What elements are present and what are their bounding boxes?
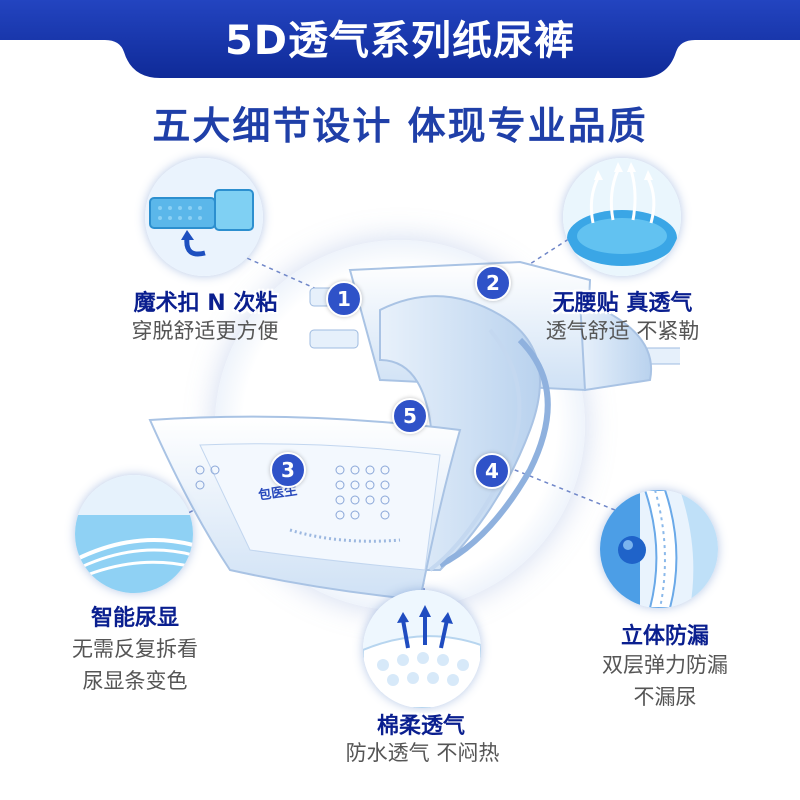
leak-guard-icon — [600, 490, 718, 608]
feature-4-title: 立体防漏 — [620, 624, 709, 649]
marker-3: 3 — [270, 452, 306, 488]
feature-1-title: 魔术扣 N 次粘 — [133, 291, 278, 316]
feature-2-title: 无腰贴 真透气 — [552, 291, 693, 316]
feature-4-desc-line2: 不漏尿 — [633, 685, 697, 709]
feature-5-title: 棉柔透气 — [376, 714, 465, 739]
marker-1: 1 — [326, 281, 362, 317]
velcro-fastener-icon — [145, 158, 263, 276]
feature-2-desc: 透气舒适 不紧勒 — [545, 319, 700, 343]
feature-4-desc-line1: 双层弹力防漏 — [602, 653, 728, 677]
breathable-airflow-icon — [563, 158, 681, 276]
marker-5: 5 — [392, 398, 428, 434]
diaper-illustration — [148, 260, 680, 600]
header-banner: 5D透气系列纸尿裤 — [0, 0, 800, 80]
marker-2: 2 — [475, 265, 511, 301]
feature-5-desc: 防水透气 不闷热 — [345, 741, 500, 765]
feature-3-desc-line2: 尿显条变色 — [82, 669, 188, 693]
wetness-indicator-icon — [75, 475, 193, 593]
banner-shape — [0, 0, 800, 78]
banner-title: 5D透气系列纸尿裤 — [224, 18, 576, 64]
feature-3-desc-line1: 无需反复拆看 — [72, 637, 198, 661]
feature-3-title: 智能尿显 — [90, 606, 179, 631]
marker-4: 4 — [474, 453, 510, 489]
feature-1-desc: 穿脱舒适更方便 — [131, 319, 279, 343]
soft-cotton-icon — [363, 590, 481, 708]
page-subtitle: 五大细节设计 体现专业品质 — [152, 104, 648, 148]
